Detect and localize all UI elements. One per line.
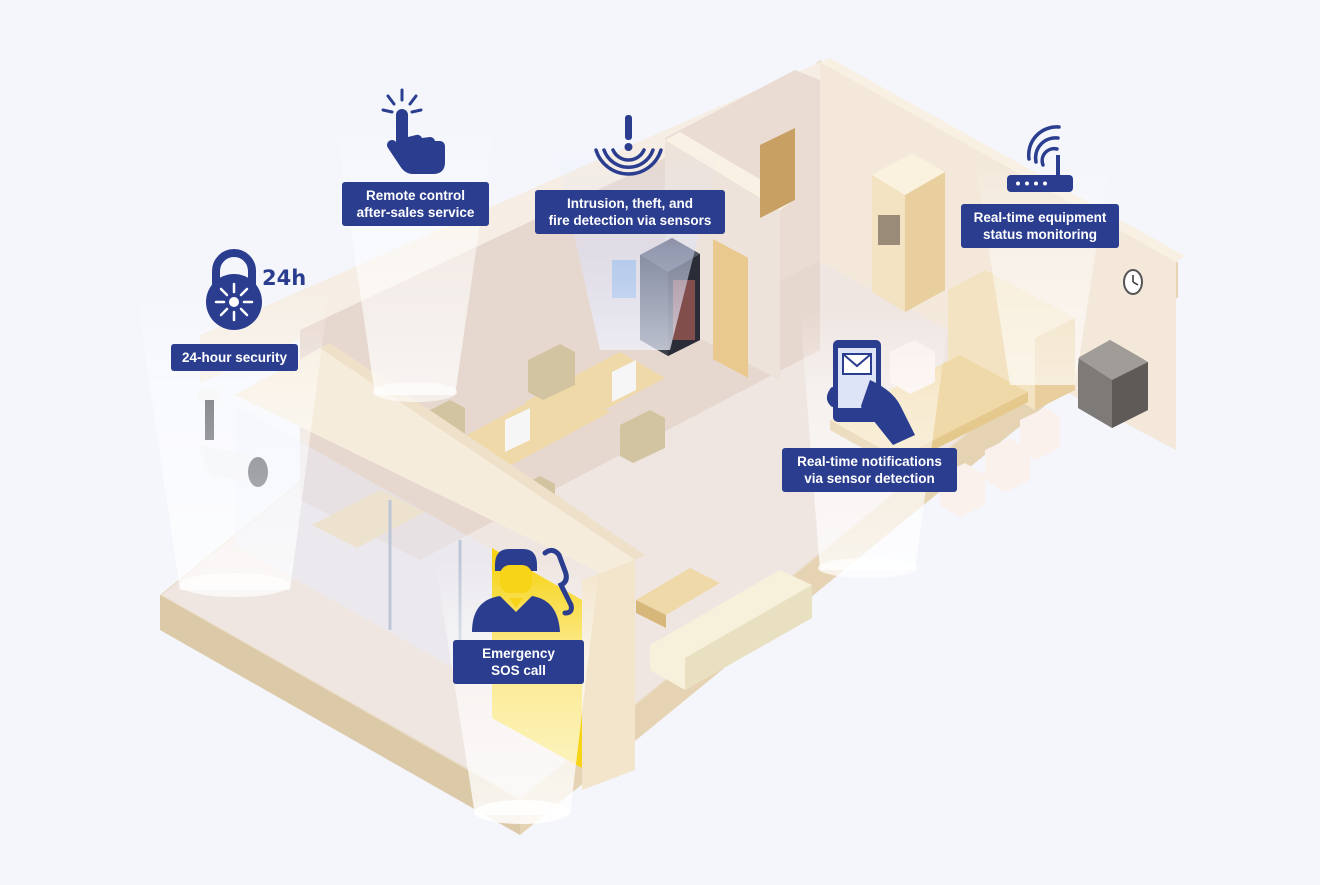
lounge-sofa — [636, 568, 812, 690]
back-door — [760, 128, 795, 218]
label-line: fire detection via sensors — [548, 213, 712, 228]
label-remote-control: Remote control after-sales service — [342, 182, 489, 226]
operator-phone-icon — [472, 547, 574, 632]
label-line: Real-time notifications — [797, 454, 942, 469]
padlock-icon — [206, 249, 262, 330]
front-wall-edge — [582, 560, 635, 790]
label-line: 24-hour security — [181, 350, 288, 365]
label-intrusion-detection: Intrusion, theft, and fire detection via… — [535, 190, 725, 234]
label-emergency-sos: Emergency SOS call — [453, 640, 584, 684]
label-line: SOS call — [491, 663, 546, 678]
label-24-hour-security: 24-hour security — [171, 344, 298, 371]
label-realtime-notifications: Real-time notifications via sensor detec… — [782, 448, 957, 492]
label-line: Intrusion, theft, and — [567, 196, 693, 211]
label-line: Emergency — [482, 646, 555, 661]
printer — [1078, 340, 1148, 428]
tap-hand-icon — [381, 88, 445, 174]
label-line: after-sales service — [356, 205, 475, 220]
label-equipment-monitoring: Real-time equipment status monitoring — [961, 204, 1119, 248]
label-line: status monitoring — [983, 227, 1097, 242]
router-wifi-icon — [1007, 125, 1073, 192]
badge-24h: 24h — [262, 266, 307, 290]
label-line: Real-time equipment — [973, 210, 1107, 225]
label-line: Remote control — [365, 188, 465, 203]
wall-clock — [1123, 269, 1143, 295]
phone-mail-icon — [827, 340, 915, 445]
alert-signal-icon — [594, 115, 663, 176]
label-line: via sensor detection — [804, 471, 935, 486]
